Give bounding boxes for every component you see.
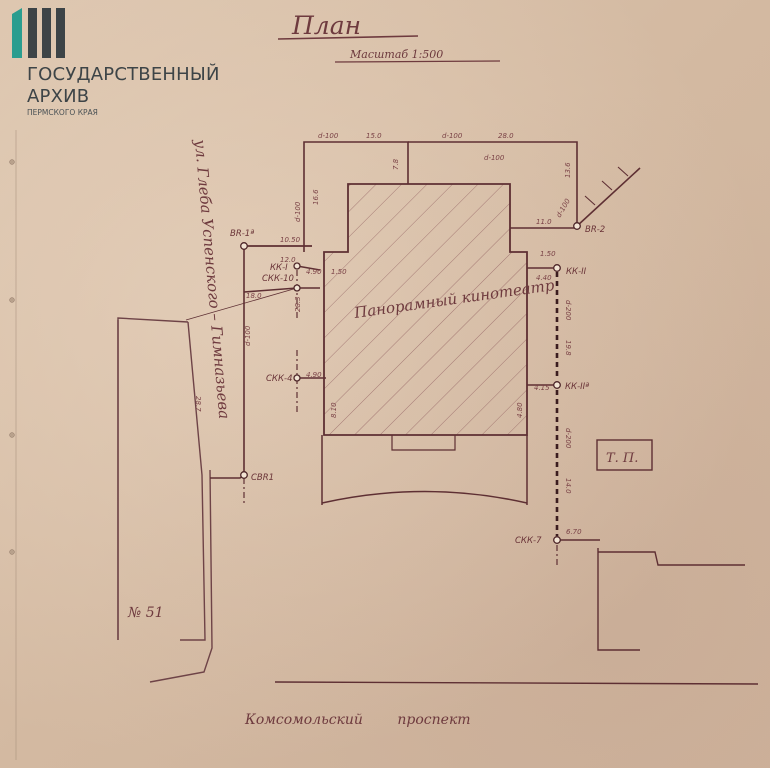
plan-scale: Масштаб 1:500 [349, 48, 443, 61]
house-number: № 51 [127, 605, 164, 621]
dim-136: 13.6 [564, 162, 572, 178]
dim-d100-vert-left: d-100 [294, 201, 302, 222]
substation-label: Т. П. [606, 451, 638, 466]
archive-logo-icon [12, 8, 65, 58]
point-skk4: СКК-4 [266, 374, 292, 384]
point-skk10: СКК-10 [262, 274, 294, 284]
dim-670: 6.70 [566, 528, 582, 536]
dim-150-top: 15.0 [366, 132, 382, 140]
dim-166: 16.6 [312, 189, 320, 205]
dim-1050: 10.50 [280, 236, 301, 244]
dim-490b: 4.90 [306, 371, 322, 379]
dim-120: 12.0 [280, 256, 296, 264]
dim-d100-diag: d-100 [555, 197, 572, 219]
dim-d200-b: d-200 [564, 428, 572, 449]
point-kk2a: КК-IIª [565, 382, 589, 392]
dim-110: 11.0 [536, 218, 552, 226]
dim-180: 18.0 [246, 292, 262, 300]
dim-d200-a: d-200 [564, 300, 572, 321]
dim-140: 14.0 [564, 478, 572, 494]
archive-logo: ГОСУДАРСТВЕННЫЙ АРХИВ ПЕРМСКОГО КРАЯ [10, 6, 240, 117]
dim-150-right: 1.50 [540, 250, 556, 258]
dim-280-top: 28.0 [498, 132, 514, 140]
point-kk2: КК-II [566, 267, 587, 277]
dim-150-left: 1.50 [331, 268, 347, 276]
binder-holes [9, 159, 15, 555]
dim-d100-top-left: d-100 [318, 132, 339, 140]
dim-810: 8.10 [330, 402, 338, 418]
street-bottom-label: Комсомольский проспект [244, 712, 471, 728]
dim-490a: 4.90 [306, 268, 322, 276]
dim-415: 4.15 [534, 384, 550, 392]
dim-78: 7.8 [392, 158, 400, 170]
manholes [240, 222, 581, 544]
dim-198: 19.8 [564, 340, 572, 356]
dim-480: 4.80 [516, 402, 524, 418]
street-left-label: ул. Глеба Успенского – Гимназьева [191, 138, 233, 420]
substation-outline [596, 439, 745, 651]
dim-287: 28.7 [194, 396, 202, 412]
point-svr1: СВR1 [251, 473, 274, 483]
dim-d100-mid: d-100 [484, 154, 505, 162]
plan-title: План [291, 11, 361, 40]
dim-283: 28.3 [294, 296, 302, 312]
logo-line-2: АРХИВ [27, 86, 90, 107]
logo-line-3: ПЕРМСКОГО КРАЯ [27, 108, 98, 117]
dim-440: 4.40 [536, 274, 552, 282]
dim-d100-vert: d-100 [244, 325, 252, 346]
logo-line-1: ГОСУДАРСТВЕННЫЙ [27, 64, 220, 85]
cinema-building [321, 183, 528, 505]
point-skk7: СКК-7 [515, 536, 542, 546]
point-vr1: ВR-1ª [230, 229, 254, 239]
point-vr2: ВR-2 [585, 225, 605, 235]
point-kk1: КК-I [270, 263, 288, 273]
dim-d100-top-mid: d-100 [442, 132, 463, 140]
neighbour-block-outline [117, 317, 213, 683]
